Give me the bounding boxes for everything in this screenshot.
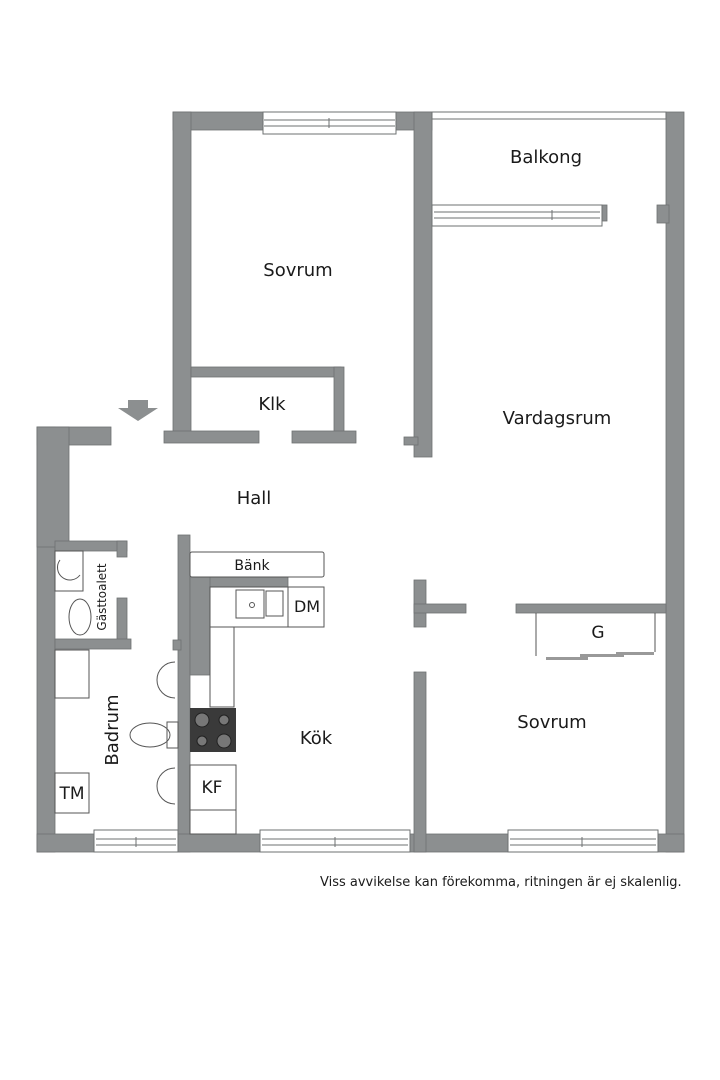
- window: [93, 829, 179, 853]
- balcony-rail: [431, 111, 667, 120]
- shower: [54, 649, 90, 699]
- wall: [291, 430, 357, 444]
- sink-icon: [156, 767, 176, 805]
- room-label-vardagsrum: Vardagsrum: [503, 408, 612, 429]
- wall: [116, 540, 128, 558]
- wall: [172, 111, 192, 443]
- fixture-label-kf: KF: [202, 778, 223, 798]
- wall: [413, 603, 467, 614]
- wardrobe: [535, 613, 656, 660]
- fixture-label-tm: TM: [58, 784, 84, 804]
- room-label-sovrum: Sovrum: [263, 260, 332, 281]
- washing-machine: [54, 772, 90, 814]
- window: [431, 204, 603, 227]
- room-label-badrum: Badrum: [102, 694, 123, 765]
- room-label-sovrum: Sovrum: [517, 712, 586, 733]
- wall: [403, 436, 419, 446]
- counter-sink: [209, 586, 325, 628]
- wall: [54, 540, 128, 552]
- wall: [656, 204, 670, 224]
- toilet-icon: [68, 598, 92, 636]
- room-label-klk: Klk: [258, 394, 286, 415]
- counter: [209, 626, 235, 708]
- room-label-hall: Hall: [237, 488, 272, 509]
- window: [507, 829, 659, 853]
- counter-bank: [189, 551, 325, 578]
- fixture-label-bank: Bänk: [234, 558, 270, 574]
- wall: [189, 576, 211, 676]
- sink-icon: [54, 550, 84, 592]
- toilet-icon: [129, 722, 171, 748]
- room-label-balkong: Balkong: [510, 147, 582, 168]
- room-label-gasttoalett: Gästtoalett: [95, 563, 109, 630]
- wall: [515, 603, 667, 614]
- wall: [177, 534, 191, 853]
- sink-small-icon: [265, 590, 284, 617]
- fixture-label-g: G: [591, 623, 604, 643]
- wall: [163, 430, 260, 444]
- wall: [333, 366, 345, 433]
- window: [259, 829, 411, 853]
- fixture-label-dm: DM: [294, 597, 320, 616]
- entrance-arrow-down-icon: [118, 400, 158, 421]
- wall: [172, 639, 182, 651]
- sink-icon: [235, 589, 265, 619]
- wall: [413, 579, 427, 628]
- room-label-kok: Kök: [300, 728, 333, 749]
- wall: [413, 671, 427, 853]
- wall: [54, 638, 132, 650]
- wall: [36, 426, 70, 548]
- sink-icon: [156, 661, 176, 699]
- wall: [413, 111, 433, 458]
- wall: [190, 366, 342, 378]
- disclaimer-text: Viss avvikelse kan förekomma, ritningen …: [320, 875, 682, 890]
- wall: [116, 597, 128, 644]
- window: [262, 111, 397, 135]
